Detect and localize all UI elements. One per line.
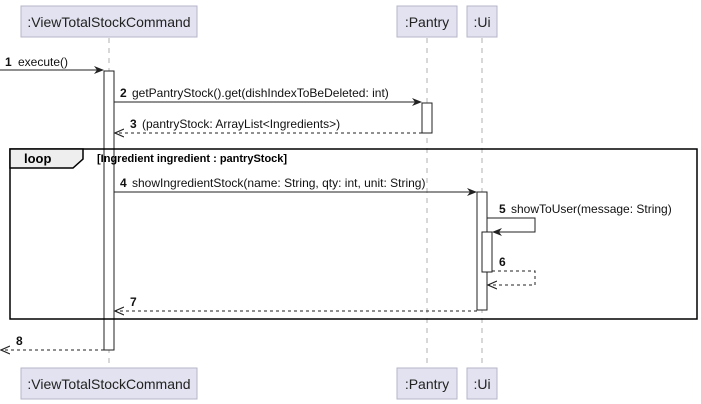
message-label: showToUser(message: String) bbox=[511, 202, 672, 216]
participant-pantry-bottom: :Pantry bbox=[396, 367, 458, 400]
message-number: 8 bbox=[16, 334, 23, 348]
participant-view-total-stock-command-top: :ViewTotalStockCommand bbox=[20, 5, 198, 38]
message-label: execute() bbox=[18, 55, 68, 69]
message-8: 8 bbox=[1, 334, 104, 350]
message-1: 1 execute() bbox=[0, 55, 104, 74]
message-label: showIngredientStock(name: String, qty: i… bbox=[132, 176, 425, 190]
participant-label: :Pantry bbox=[405, 14, 449, 30]
participant-pantry-top: :Pantry bbox=[396, 5, 458, 38]
message-number: 3 bbox=[130, 117, 137, 131]
message-4: 4 showIngredientStock(name: String, qty:… bbox=[114, 176, 477, 196]
message-2: 2 getPantryStock().get(dishIndexToBeDele… bbox=[114, 86, 422, 106]
participant-ui-bottom: :Ui bbox=[466, 367, 498, 400]
participant-label: :ViewTotalStockCommand bbox=[27, 376, 190, 392]
message-number: 4 bbox=[120, 176, 127, 190]
message-number: 7 bbox=[130, 295, 137, 309]
participant-label: :ViewTotalStockCommand bbox=[27, 14, 190, 30]
message-3: 3 (pantryStock: ArrayList<Ingredients>) bbox=[115, 117, 422, 133]
activation-pantry bbox=[421, 102, 433, 134]
activation-view-total-stock-command bbox=[103, 70, 115, 351]
message-7: 7 bbox=[115, 295, 477, 311]
message-number: 2 bbox=[120, 86, 127, 100]
loop-label: loop bbox=[24, 151, 51, 166]
message-number: 1 bbox=[5, 55, 12, 69]
activation-ui-nested bbox=[481, 231, 493, 273]
message-number: 6 bbox=[499, 255, 506, 269]
participant-label: :Ui bbox=[473, 14, 490, 30]
message-number: 5 bbox=[499, 202, 506, 216]
participant-label: :Pantry bbox=[405, 376, 449, 392]
message-5: 5 showToUser(message: String) bbox=[487, 202, 672, 236]
message-label: getPantryStock().get(dishIndexToBeDelete… bbox=[132, 86, 389, 100]
loop-frame: loop [Ingredient ingredient : pantryStoc… bbox=[9, 148, 698, 320]
loop-guard: [Ingredient ingredient : pantryStock] bbox=[97, 153, 287, 165]
participant-view-total-stock-command-bottom: :ViewTotalStockCommand bbox=[20, 367, 198, 400]
participant-ui-top: :Ui bbox=[466, 5, 498, 38]
message-label: (pantryStock: ArrayList<Ingredients>) bbox=[142, 117, 340, 131]
participant-label: :Ui bbox=[473, 376, 490, 392]
message-6: 6 bbox=[488, 255, 536, 285]
